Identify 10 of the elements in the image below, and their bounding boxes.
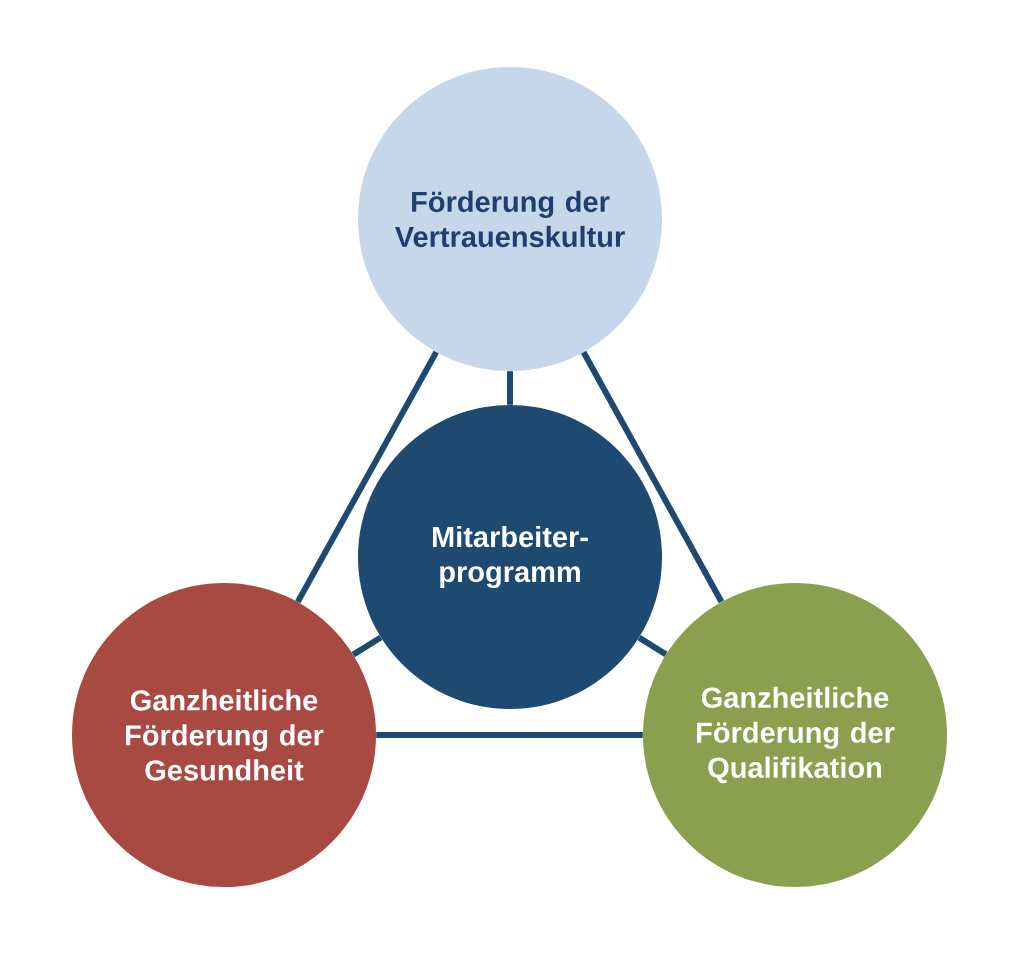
connector-line <box>507 371 513 405</box>
circle-node: Förderung der Vertrauenskultur <box>358 67 662 371</box>
circle-node: Ganzheitliche Förderung der Qualifikation <box>643 583 947 887</box>
connector-line <box>351 634 383 658</box>
connector-line <box>637 635 668 657</box>
connector-line <box>295 350 439 604</box>
connector-line <box>580 350 725 604</box>
circle-node: Ganzheitliche Förderung der Gesundheit <box>72 583 376 887</box>
connector-line <box>376 732 643 738</box>
circle-node: Mitarbeiter-programm <box>358 405 662 709</box>
